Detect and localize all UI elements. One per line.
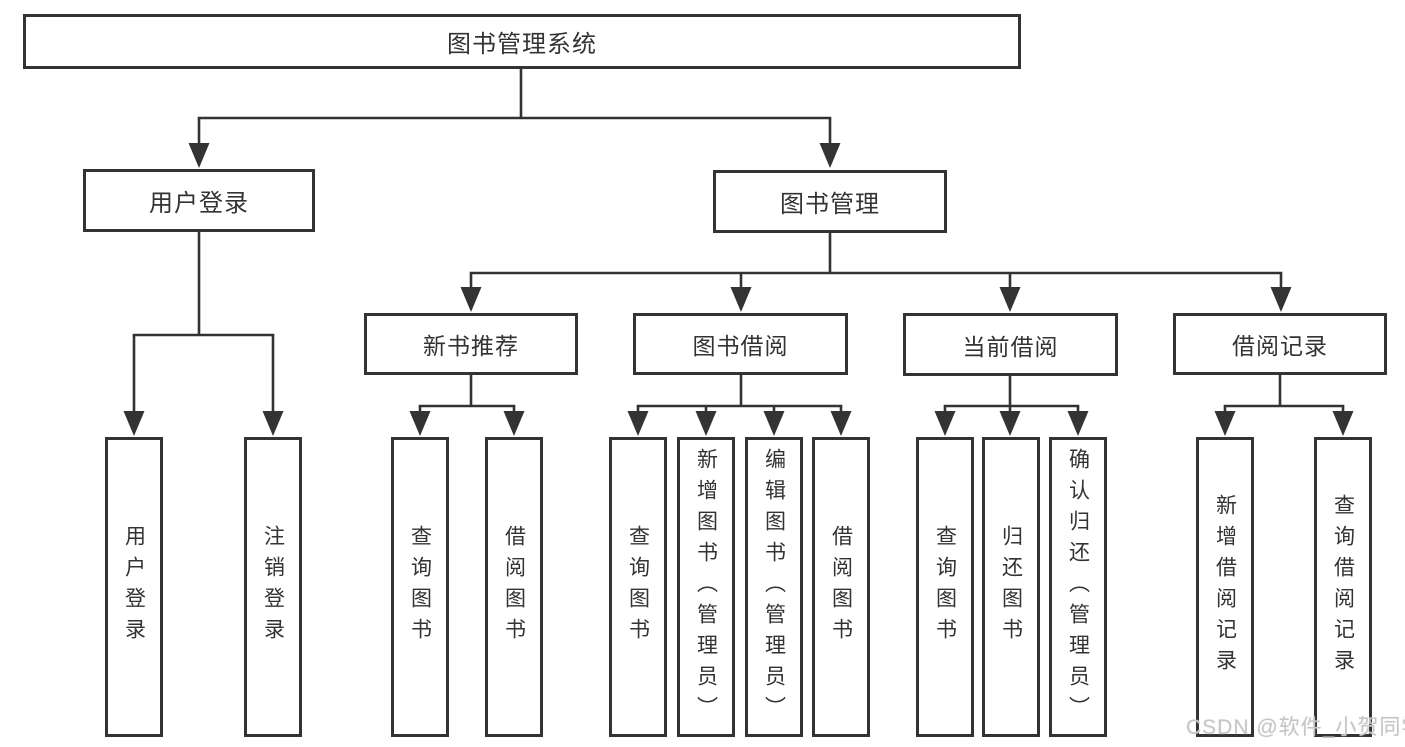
node-label: 新书推荐 — [423, 333, 519, 359]
node-label: 编辑图书（管理员） — [762, 447, 786, 727]
node-label: 图书管理 — [780, 191, 880, 218]
node-book-management: 图书管理 — [713, 170, 947, 233]
node-leaf-user-login: 用户登录 — [105, 437, 163, 737]
node-current-borrow: 当前借阅 — [903, 313, 1118, 376]
node-leaf-borrow-books: 借阅图书 — [812, 437, 870, 737]
node-label: 用户登录 — [122, 525, 146, 649]
node-label: 注销登录 — [261, 525, 285, 649]
node-leaf-query-books-borrow: 查询图书 — [609, 437, 667, 737]
node-label: 借阅图书 — [502, 525, 526, 649]
node-label: 归还图书 — [999, 525, 1023, 649]
node-label: 新增图书（管理员） — [694, 447, 718, 727]
node-label: 用户登录 — [149, 190, 249, 217]
node-leaf-add-borrow-record: 新增借阅记录 — [1196, 437, 1254, 737]
node-label: 图书借阅 — [692, 333, 789, 359]
node-leaf-query-borrow-record: 查询借阅记录 — [1314, 437, 1372, 737]
node-leaf-return-books: 归还图书 — [982, 437, 1040, 737]
node-label: 借阅记录 — [1232, 333, 1328, 359]
node-root-library-system: 图书管理系统 — [23, 14, 1021, 69]
node-label: 查询图书 — [408, 525, 432, 649]
node-label: 借阅图书 — [829, 525, 853, 649]
node-label: 当前借阅 — [962, 333, 1059, 360]
node-leaf-borrow-books-recommend: 借阅图书 — [485, 437, 543, 737]
node-leaf-confirm-return-admin: 确认归还（管理员） — [1049, 437, 1107, 737]
node-leaf-logout: 注销登录 — [244, 437, 302, 737]
node-label: 查询图书 — [626, 525, 650, 649]
node-leaf-query-books-current: 查询图书 — [916, 437, 974, 737]
node-borrow-records: 借阅记录 — [1173, 313, 1387, 375]
node-leaf-query-books-recommend: 查询图书 — [391, 437, 449, 737]
node-label: 查询图书 — [933, 525, 957, 649]
node-new-book-recommend: 新书推荐 — [364, 313, 578, 375]
node-user-login: 用户登录 — [83, 169, 315, 232]
node-leaf-add-books-admin: 新增图书（管理员） — [677, 437, 735, 737]
node-label: 图书管理系统 — [447, 31, 597, 58]
watermark: CSDN @软件_小贺同学 — [1186, 716, 1405, 739]
node-label: 确认归还（管理员） — [1066, 447, 1090, 727]
node-book-borrow: 图书借阅 — [633, 313, 848, 375]
node-label: 查询借阅记录 — [1331, 494, 1355, 680]
node-leaf-edit-books-admin: 编辑图书（管理员） — [745, 437, 803, 737]
node-label: 新增借阅记录 — [1213, 494, 1237, 680]
